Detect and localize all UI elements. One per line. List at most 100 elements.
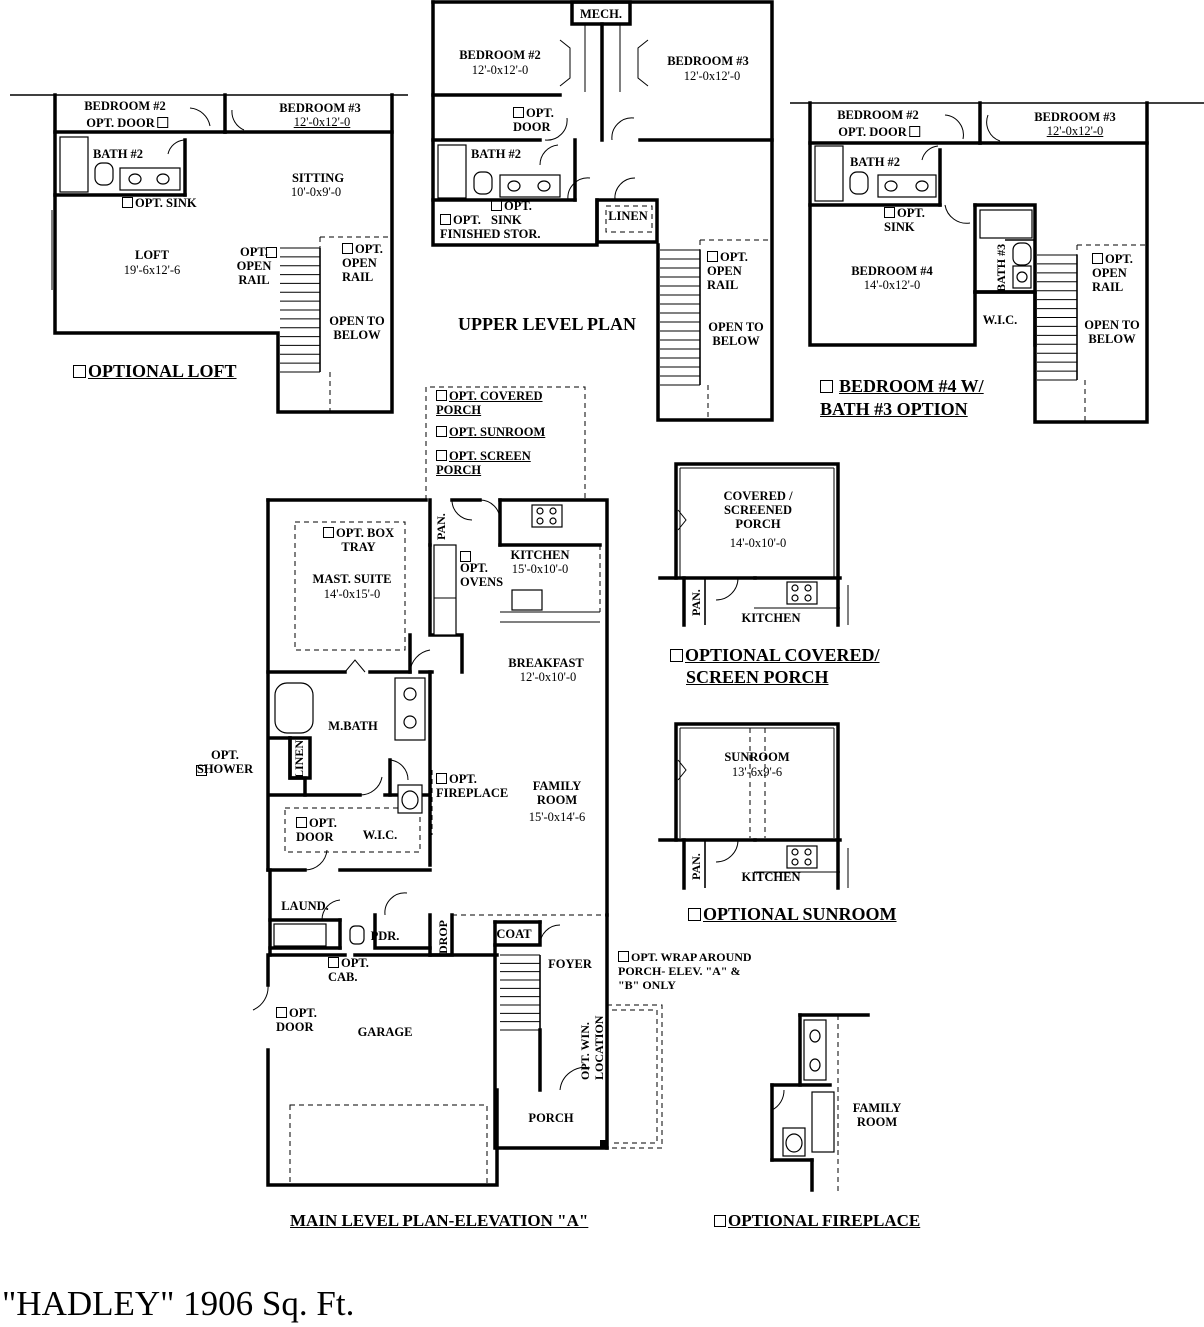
loft-opt-door-checkbox[interactable] bbox=[156, 117, 168, 128]
bed4-bedroom4-dim: 14'-0x12'-0 bbox=[863, 278, 921, 292]
bed4-option-checkbox[interactable] bbox=[820, 380, 833, 393]
plan-title: "HADLEY" 1906 Sq. Ft. bbox=[2, 1284, 355, 1323]
loft-opt-door-label: OPT. DOOR bbox=[86, 116, 170, 130]
powder-label: PDR. bbox=[370, 929, 400, 943]
upper-opt-sink-checkbox[interactable] bbox=[491, 200, 502, 211]
loft-open-to-below: OPEN TO BELOW bbox=[329, 314, 385, 342]
loft-opt-open-rail-left: OPT. OPEN RAIL bbox=[237, 245, 272, 287]
loft-label: LOFT bbox=[134, 248, 170, 262]
bed4-wic-label: W.I.C. bbox=[982, 313, 1018, 327]
bed4-bath3-label: BATH #3 bbox=[994, 243, 1008, 292]
optional-loft-checkbox[interactable] bbox=[73, 365, 86, 378]
laundry-label: LAUND. bbox=[281, 899, 329, 913]
loft-rail-left-text: OPT. OPEN RAIL bbox=[236, 245, 272, 287]
upper-opt-door-text: OPT. DOOR bbox=[513, 106, 554, 134]
opt-sunroom: OPT. SUNROOM bbox=[436, 425, 545, 439]
opt-win-location: OPT. WIN. LOCATION bbox=[578, 1015, 606, 1080]
opt-cab-checkbox[interactable] bbox=[328, 957, 339, 968]
bed4-opt-door-text: OPT. DOOR bbox=[838, 125, 907, 139]
sunroom-caption: OPTIONAL SUNROOM bbox=[688, 904, 897, 925]
optional-loft-caption-text: OPTIONAL LOFT bbox=[88, 361, 237, 381]
fireplace-option-checkbox[interactable] bbox=[714, 1215, 726, 1227]
sunroom-room-label: SUNROOM bbox=[724, 750, 790, 764]
upper-rail-text: OPT. OPEN RAIL bbox=[707, 250, 748, 292]
covered-porch-caption-line2: SCREEN PORCH bbox=[686, 667, 829, 687]
sunroom-option-plan bbox=[658, 722, 849, 890]
opt-covered-porch: OPT. COVERED PORCH bbox=[436, 389, 543, 417]
opt-wrap-porch-checkbox[interactable] bbox=[618, 951, 629, 962]
wic-label: W.I.C. bbox=[362, 828, 398, 842]
sunroom-caption-text: OPTIONAL SUNROOM bbox=[703, 904, 897, 924]
loft-rail-left-checkbox[interactable] bbox=[266, 247, 277, 258]
main-level-plan bbox=[252, 498, 663, 1187]
foyer-label: FOYER bbox=[548, 957, 592, 971]
opt-sunroom-checkbox[interactable] bbox=[436, 426, 447, 437]
upper-open-to-below: OPEN TO BELOW bbox=[708, 320, 764, 348]
opt-ovens-checkbox[interactable] bbox=[460, 551, 471, 562]
mast-suite-dim: 14'-0x15'-0 bbox=[323, 587, 381, 601]
loft-rail-right-checkbox[interactable] bbox=[342, 243, 353, 254]
fireplace-caption: OPTIONAL FIREPLACE bbox=[714, 1210, 920, 1231]
upper-rail-checkbox[interactable] bbox=[707, 251, 718, 262]
loft-opt-sink-text: OPT. SINK bbox=[135, 196, 197, 210]
bed4-bedroom4-label: BEDROOM #4 bbox=[851, 264, 933, 278]
opt-box-tray: OPT. BOX TRAY bbox=[323, 526, 394, 554]
opt-cab-text: OPT. CAB. bbox=[328, 956, 369, 984]
covered-porch-option-checkbox[interactable] bbox=[670, 649, 683, 662]
opt-shower: OPT. SHOWER bbox=[197, 748, 253, 776]
opt-fireplace-text: OPT. FIREPLACE bbox=[436, 772, 509, 800]
upper-opt-door: OPT. DOOR bbox=[513, 106, 554, 134]
porch-label: PORCH bbox=[528, 1111, 574, 1125]
sunroom-kitchen: KITCHEN bbox=[741, 870, 801, 884]
optional-loft-caption: OPTIONAL LOFT bbox=[73, 361, 237, 382]
upper-bedroom2-dim: 12'-0x12'-0 bbox=[471, 63, 529, 77]
upper-level-plan bbox=[431, 0, 774, 422]
upper-bedroom3-label: BEDROOM #3 bbox=[667, 54, 749, 68]
covered-porch-caption-line1: OPTIONAL COVERED/ bbox=[685, 645, 880, 665]
upper-opt-open-rail: OPT. OPEN RAIL bbox=[707, 250, 748, 292]
fireplace-family-room: FAMILY ROOM bbox=[852, 1101, 902, 1129]
opt-door-wic-checkbox[interactable] bbox=[296, 817, 307, 828]
opt-screen-porch: OPT. SCREEN PORCH bbox=[436, 449, 531, 477]
bed4-bedroom2-label: BEDROOM #2 bbox=[837, 108, 919, 122]
opt-door-wic: OPT. DOOR bbox=[296, 816, 337, 844]
loft-bedroom3-dim: 12'-0x12'-0 bbox=[293, 115, 351, 129]
breakfast-dim: 12'-0x10'-0 bbox=[519, 670, 577, 684]
bed4-opt-sink-checkbox[interactable] bbox=[884, 207, 895, 218]
bed4-opt-door-checkbox[interactable] bbox=[908, 126, 920, 137]
bed4-bedroom3-label: BEDROOM #3 bbox=[1034, 110, 1116, 124]
opt-box-tray-checkbox[interactable] bbox=[323, 527, 334, 538]
opt-wrap-porch: OPT. WRAP AROUND PORCH- ELEV. "A" & "B" … bbox=[618, 950, 752, 992]
opt-fireplace-checkbox[interactable] bbox=[436, 773, 447, 784]
covered-porch-option-plan bbox=[658, 462, 849, 627]
upper-bedroom3-dim: 12'-0x12'-0 bbox=[683, 69, 741, 83]
upper-opt-stor-checkbox[interactable] bbox=[440, 214, 451, 225]
family-room-dim: 15'-0x14'-6 bbox=[528, 810, 586, 824]
upper-opt-stor-text: OPT. FINISHED STOR. bbox=[440, 213, 541, 241]
bed4-bath2-label: BATH #2 bbox=[849, 155, 901, 169]
upper-opt-door-checkbox[interactable] bbox=[513, 107, 524, 118]
bed4-rail-checkbox[interactable] bbox=[1092, 253, 1103, 264]
bed4-caption-line2: BATH #3 OPTION bbox=[820, 399, 968, 419]
opt-cab: OPT. CAB. bbox=[328, 956, 369, 984]
loft-opt-sink-checkbox[interactable] bbox=[122, 197, 133, 208]
opt-door-garage-text: OPT. DOOR bbox=[276, 1006, 317, 1034]
breakfast-label: BREAKFAST bbox=[508, 656, 584, 670]
opt-screen-porch-checkbox[interactable] bbox=[436, 450, 447, 461]
loft-bedroom2-label: BEDROOM #2 bbox=[84, 99, 166, 113]
opt-door-garage-checkbox[interactable] bbox=[276, 1007, 287, 1018]
main-level-caption: MAIN LEVEL PLAN-ELEVATION "A" bbox=[290, 1211, 589, 1230]
upper-level-caption: UPPER LEVEL PLAN bbox=[458, 314, 637, 334]
loft-dim: 19'-6x12'-6 bbox=[123, 263, 181, 277]
opt-covered-porch-checkbox[interactable] bbox=[436, 390, 447, 401]
loft-bath2-label: BATH #2 bbox=[92, 147, 144, 161]
opt-shower-checkbox[interactable] bbox=[196, 765, 207, 776]
opt-wrap-porch-text: OPT. WRAP AROUND PORCH- ELEV. "A" & "B" … bbox=[618, 950, 752, 992]
covered-porch-dim: 14'-0x10'-0 bbox=[729, 536, 787, 550]
opt-ovens: OPT. OVENS bbox=[460, 551, 503, 589]
loft-opt-door-text: OPT. DOOR bbox=[86, 116, 155, 130]
loft-sitting-dim: 10'-0x9'-0 bbox=[290, 185, 342, 199]
opt-shower-text: OPT. SHOWER bbox=[196, 748, 254, 776]
sunroom-option-checkbox[interactable] bbox=[688, 908, 701, 921]
optional-loft-plan bbox=[10, 93, 408, 414]
